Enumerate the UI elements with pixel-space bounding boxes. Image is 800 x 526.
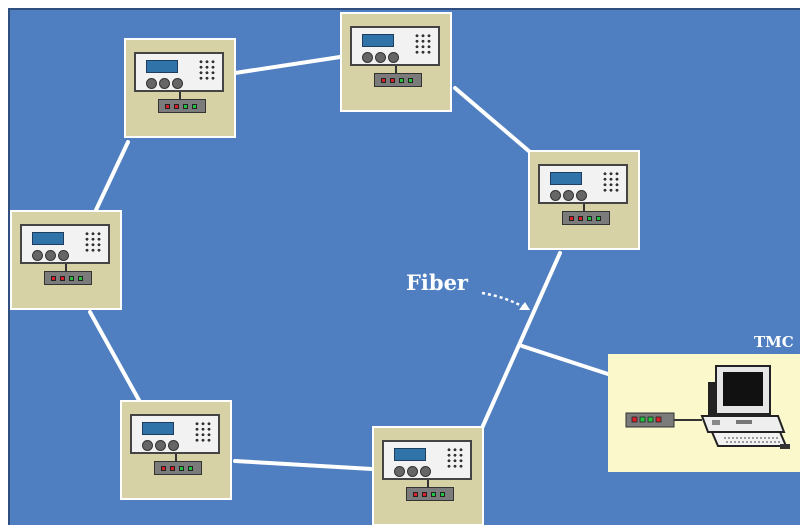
status-led [165,104,170,109]
knob-icon [32,250,43,261]
controller-panel [20,224,110,264]
modem-device [154,461,202,475]
status-led [596,216,601,221]
keypad-icon [198,59,216,81]
tmc-link [520,344,610,376]
tmc-router-device [625,412,675,428]
device-cable [427,480,429,487]
status-led [399,78,404,83]
status-led [179,466,184,471]
field-device-node [340,12,452,112]
device-cable [175,454,177,461]
knob-icon [375,52,386,63]
knob-icon [172,78,183,89]
modem-device [562,211,610,225]
display-screen [394,448,426,461]
keypad-icon [602,171,620,193]
display-screen [550,172,582,185]
knob-icon [58,250,69,261]
modem-device [158,99,206,113]
computer-icon [700,365,790,449]
status-led [390,78,395,83]
knob-icon [388,52,399,63]
display-screen [142,422,174,435]
device-cable [395,66,397,73]
knob-icon [576,190,587,201]
fiber-link [88,310,142,404]
fiber-label: Fiber [406,270,468,295]
status-led [440,492,445,497]
knob-icon [142,440,153,451]
modem-device [406,487,454,501]
modem-device [374,73,422,87]
status-led [69,276,74,281]
status-led [78,276,83,281]
field-device-node [10,210,122,310]
fiber-link [480,251,562,430]
controller-panel [538,164,628,204]
display-screen [362,34,394,47]
controller-panel [130,414,220,454]
controller-panel [134,52,224,92]
status-led [174,104,179,109]
keypad-icon [414,33,432,55]
status-led [170,466,175,471]
controller-panel [350,26,440,66]
status-led [60,276,65,281]
fiber-link [233,55,342,75]
tmc-illustration [625,365,790,449]
field-device-node [372,426,484,526]
knob-icon [394,466,405,477]
display-screen [146,60,178,73]
field-device-node [124,38,236,138]
display-screen [32,232,64,245]
status-led [408,78,413,83]
status-led [569,216,574,221]
controller-panel [382,440,472,480]
knob-icon [550,190,561,201]
status-led [422,492,427,497]
keypad-icon [194,421,212,443]
tmc-node [608,354,800,472]
fiber-link [233,459,374,471]
status-led [188,466,193,471]
device-cable [583,204,585,211]
knob-icon [155,440,166,451]
status-led [578,216,583,221]
keypad-icon [84,231,102,253]
status-led [192,104,197,109]
status-led [413,492,418,497]
knob-icon [407,466,418,477]
status-led [51,276,56,281]
status-led [183,104,188,109]
status-led [431,492,436,497]
fiber-link [94,140,130,212]
device-cable [179,92,181,99]
modem-device [44,271,92,285]
knob-icon [146,78,157,89]
fiber-link [453,86,532,154]
knob-icon [159,78,170,89]
tmc-label: TMC [754,333,794,351]
knob-icon [563,190,574,201]
knob-icon [362,52,373,63]
device-cable [65,264,67,271]
knob-icon [420,466,431,477]
field-device-node [120,400,232,500]
status-led [587,216,592,221]
knob-icon [45,250,56,261]
knob-icon [168,440,179,451]
status-led [381,78,386,83]
keypad-icon [446,447,464,469]
field-device-node [528,150,640,250]
status-led [161,466,166,471]
fiber-arrow [481,291,530,310]
